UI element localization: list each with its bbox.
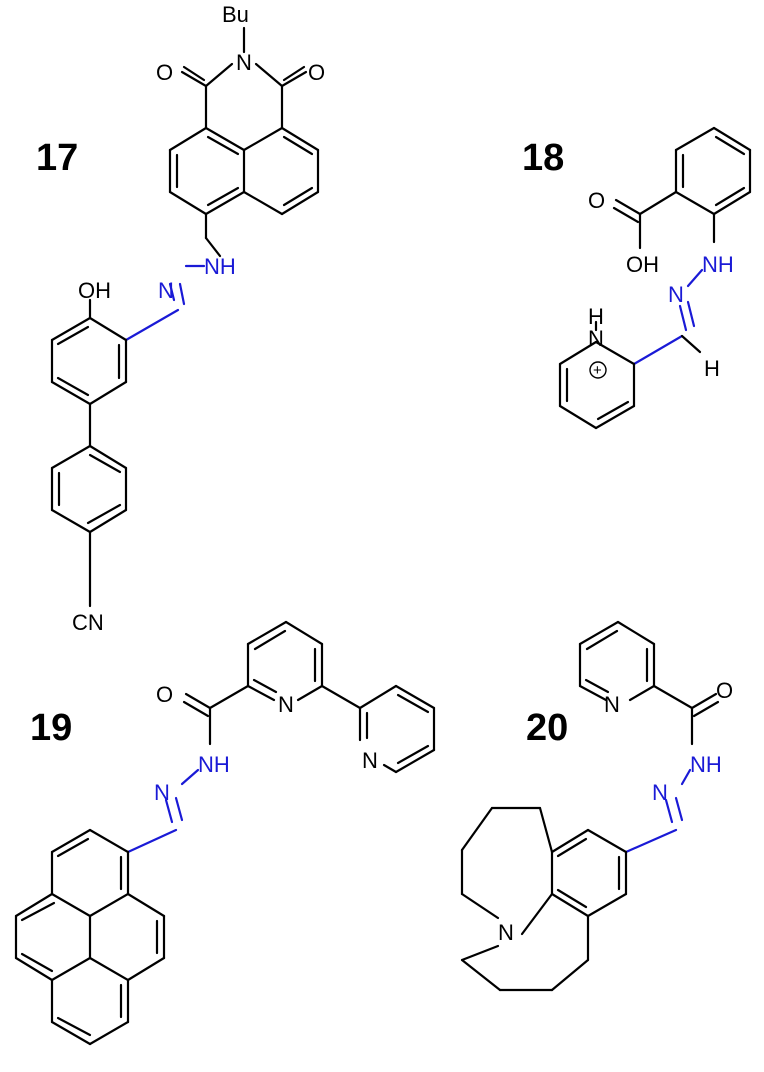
julolidine-unit (460, 806, 628, 992)
hydrazone-nh-label-17: NH (204, 254, 236, 279)
hydrazone-linker-20 (624, 768, 692, 854)
compound-number-18: 18 (522, 137, 564, 179)
acid-hydroxyl-label: OH (626, 252, 659, 277)
hydrazone-n-label-17: N (158, 278, 174, 303)
biphenyl-phenol (50, 298, 128, 608)
compound-18: 18 (522, 126, 752, 430)
carbonyl-oxygen-right: O (308, 60, 325, 85)
hydrazone-n-label-18: N (668, 282, 684, 307)
hydrazone-nh-label-18: NH (702, 252, 734, 277)
compound-20: 20 (460, 620, 733, 992)
pyridinium-nitrogen-label: N (588, 326, 604, 351)
amide-oxygen-label-19: O (156, 682, 173, 707)
hydrazone-linker-18 (632, 268, 704, 366)
compound-17: 17 (36, 2, 325, 635)
julolidine-nitrogen-label: N (498, 920, 514, 945)
naphthalimide-core (168, 26, 320, 258)
pyridine-nitrogen-label-20: N (604, 692, 620, 717)
hydroxyl-label-17: OH (78, 278, 111, 303)
pyridine-nitrogen-label-2: N (362, 748, 378, 773)
compound-19: 19 (14, 620, 436, 1046)
pyridinium-ring (558, 320, 636, 430)
hydrazone-n-label-20: N (652, 780, 668, 805)
nitrile-label: CN (72, 610, 104, 635)
positive-charge-label: + (593, 362, 602, 379)
imine-h-bond (680, 334, 702, 354)
picolinoyl-unit (578, 620, 720, 746)
pyridinium-hydrogen-label: H (588, 304, 604, 329)
positive-charge-icon (589, 361, 607, 379)
butyl-label: Bu (222, 2, 249, 27)
imine-h-label: H (704, 356, 720, 381)
amide-oxygen-label-20: O (716, 678, 733, 703)
compound-number-17: 17 (36, 137, 78, 179)
hydrazone-nh-label-20: NH (690, 752, 722, 777)
hydrazone-nh-label-19: NH (198, 752, 230, 777)
imide-nitrogen-label: N (236, 50, 252, 75)
carbonyl-oxygen-left: O (156, 60, 173, 85)
acid-carbonyl-oxygen: O (588, 188, 605, 213)
anthranilic-acid-ring (612, 126, 752, 250)
hydrazone-linker-17 (124, 264, 206, 342)
hydrazone-n-label-19: N (154, 780, 170, 805)
pyrene-unit (14, 828, 166, 1046)
bipyridine-carbonyl (182, 620, 436, 774)
compound-number-20: 20 (526, 707, 568, 749)
hydrazone-linker-19 (126, 768, 200, 854)
compound-number-19: 19 (30, 707, 72, 749)
pyridine-nitrogen-label-1: N (278, 692, 294, 717)
